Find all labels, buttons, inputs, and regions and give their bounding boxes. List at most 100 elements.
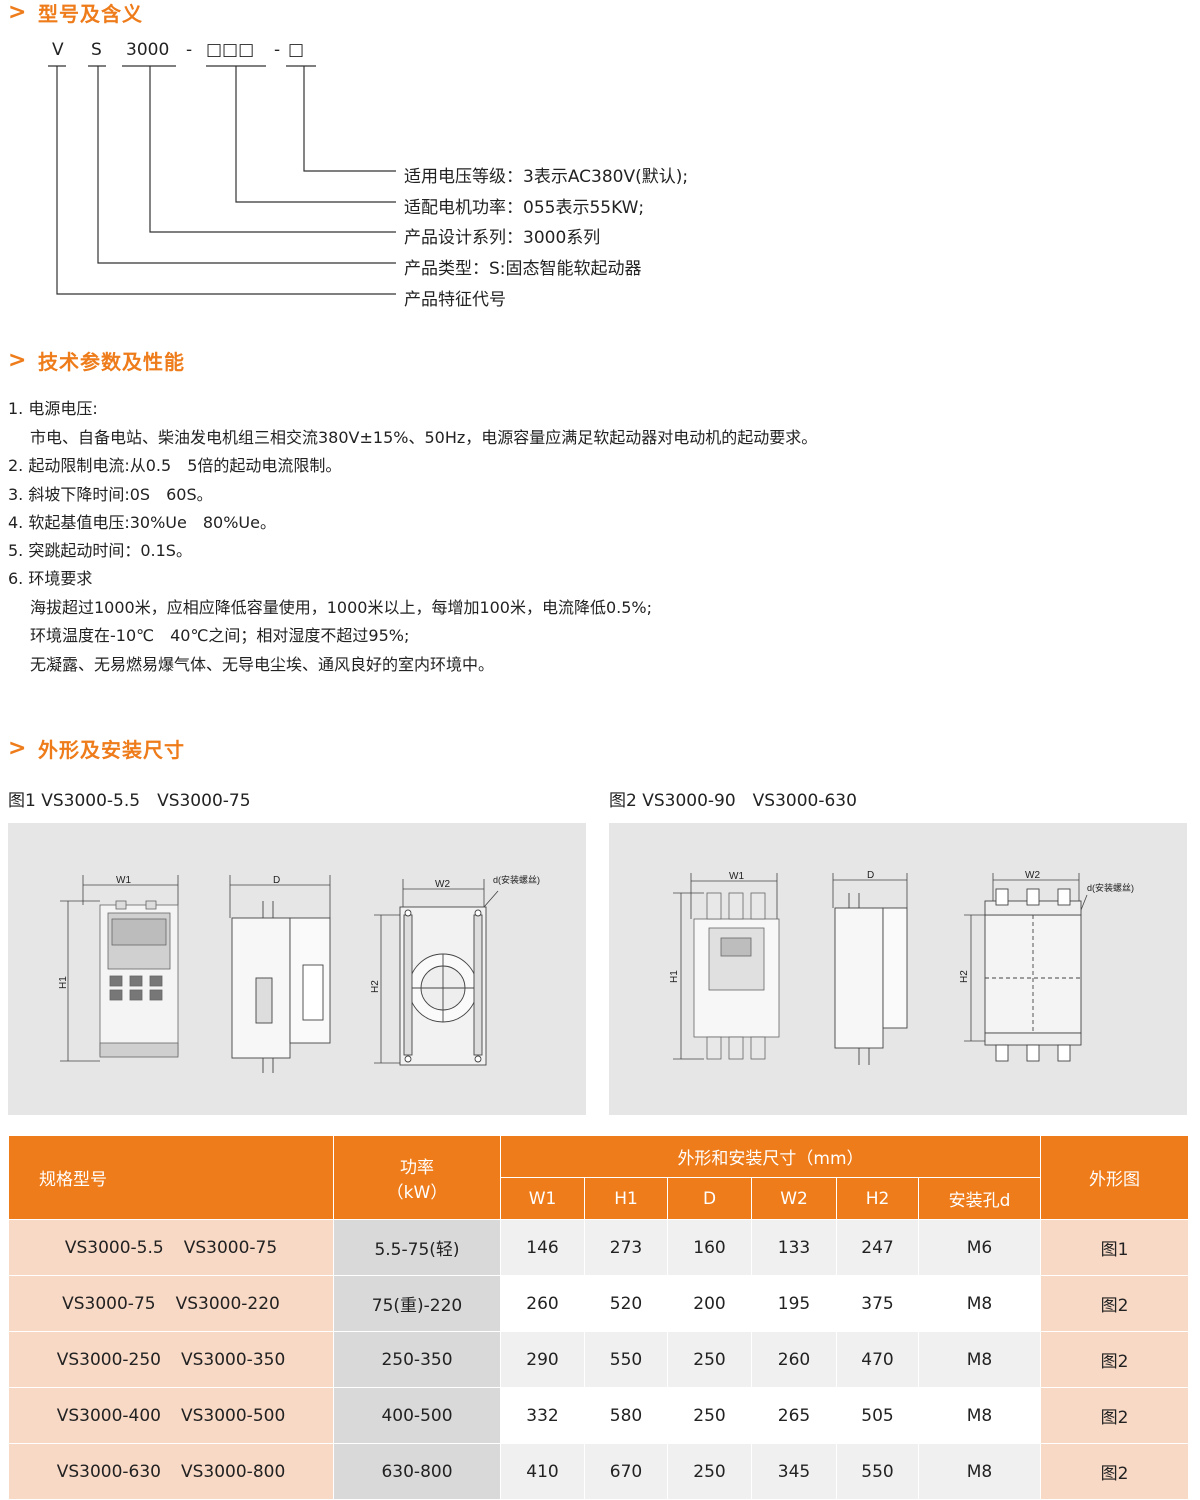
table-row: VS3000-250 VS3000-350 250-350 290 550 250… xyxy=(8,1331,1189,1388)
cell-model: VS3000-250 VS3000-350 xyxy=(8,1331,334,1388)
front-view xyxy=(99,900,179,1058)
code-dash: - xyxy=(274,40,281,60)
cell-power: 250-350 xyxy=(333,1331,501,1388)
code-power-boxes: □□□ xyxy=(206,40,255,60)
cell-h1: 670 xyxy=(584,1443,668,1500)
model-to: VS3000-800 xyxy=(181,1461,286,1482)
tech-item: 5. 突跳起动时间：0.1S。 xyxy=(8,541,192,560)
cell-figure: 图2 xyxy=(1040,1443,1189,1500)
header-w2: W2 xyxy=(751,1177,837,1220)
figure-1-panel: W1 D W2 d(安装螺丝) H1 H2 xyxy=(8,823,586,1115)
legend-type: 产品类型：S:固态智能软起动器 xyxy=(404,259,642,279)
cell-figure: 图1 xyxy=(1040,1219,1189,1276)
cell-h2: 375 xyxy=(836,1275,919,1332)
back-view xyxy=(399,906,487,1066)
model-from: VS3000-400 xyxy=(56,1405,161,1426)
cell-h2: 550 xyxy=(836,1443,919,1500)
cell-figure: 图2 xyxy=(1040,1331,1189,1388)
tech-item: 1. 电源电压: xyxy=(8,399,98,418)
header-d: D xyxy=(667,1177,752,1220)
cell-w2: 260 xyxy=(751,1331,837,1388)
cell-figure: 图2 xyxy=(1040,1387,1189,1444)
back-view xyxy=(984,888,1082,1062)
header-power-unit: （kW） xyxy=(386,1182,448,1203)
cell-figure: 图2 xyxy=(1040,1275,1189,1332)
figure-1-caption: 图1 VS3000-5.5 VS3000-75 xyxy=(8,791,251,811)
dim-label-h2: H2 xyxy=(370,980,381,993)
section-title: 技术参数及性能 xyxy=(38,349,185,374)
tech-item: 无凝露、无易燃易爆气体、无导电尘埃、通风良好的室内环境中。 xyxy=(30,655,495,674)
cell-model: VS3000-630 VS3000-800 xyxy=(8,1443,334,1500)
code-voltage-box: □ xyxy=(288,40,305,60)
cell-w2: 265 xyxy=(751,1387,837,1444)
figure-2-caption: 图2 VS3000-90 VS3000-630 xyxy=(609,791,857,811)
figure-2-drawing: W1 D W2 d(安装螺丝) H1 H2 xyxy=(669,870,1134,1065)
header-figure: 外形图 xyxy=(1040,1135,1189,1220)
cell-w1: 290 xyxy=(500,1331,585,1388)
dim-label-w1: W1 xyxy=(729,871,744,882)
cell-d: 250 xyxy=(667,1387,752,1444)
header-model: 规格型号 xyxy=(8,1135,334,1220)
model-from: VS3000-630 xyxy=(56,1461,161,1482)
legend-code: 产品特征代号 xyxy=(404,290,506,310)
section-title: 外形及安装尺寸 xyxy=(38,737,185,762)
cell-h2: 247 xyxy=(836,1219,919,1276)
code-s: S xyxy=(91,40,102,60)
cell-h2: 470 xyxy=(836,1331,919,1388)
chevron-right-icon: > xyxy=(8,347,27,373)
cell-hole: M8 xyxy=(918,1275,1041,1332)
cell-hole: M8 xyxy=(918,1387,1041,1444)
tech-item: 环境温度在-10℃ 40℃之间；相对湿度不超过95%; xyxy=(30,626,410,645)
model-from: VS3000-75 xyxy=(62,1293,156,1314)
cell-d: 250 xyxy=(667,1331,752,1388)
cell-h2: 505 xyxy=(836,1387,919,1444)
figure-1-drawing: W1 D W2 d(安装螺丝) H1 H2 xyxy=(58,874,540,1073)
cell-w2: 195 xyxy=(751,1275,837,1332)
dim-label-h1: H1 xyxy=(669,970,680,983)
dim-label-hole: d(安装螺丝) xyxy=(493,874,540,885)
section-header-tech: > 技术参数及性能 xyxy=(8,345,185,375)
tech-item: 3. 斜坡下降时间:0S 60S。 xyxy=(8,485,213,504)
chevron-right-icon: > xyxy=(8,735,27,761)
cell-hole: M8 xyxy=(918,1443,1041,1500)
cell-w1: 146 xyxy=(500,1219,585,1276)
code-v: V xyxy=(52,40,64,60)
table-row: VS3000-630 VS3000-800 630-800 410 670 250… xyxy=(8,1443,1189,1500)
model-to: VS3000-500 xyxy=(181,1405,286,1426)
model-to: VS3000-350 xyxy=(181,1349,286,1370)
cell-h1: 550 xyxy=(584,1331,668,1388)
header-dims-group: 外形和安装尺寸（mm） xyxy=(500,1135,1041,1178)
code-series: 3000 xyxy=(126,40,170,60)
legend-series: 产品设计系列：3000系列 xyxy=(404,228,601,248)
cell-hole: M6 xyxy=(918,1219,1041,1276)
tech-item: 海拔超过1000米，应相应降低容量使用，1000米以上，每增加100米，电流降低… xyxy=(30,598,653,617)
cell-power: 5.5-75(轻) xyxy=(333,1219,501,1276)
chevron-right-icon: > xyxy=(8,0,27,25)
cell-w2: 345 xyxy=(751,1443,837,1500)
dim-label-hole: d(安装螺丝) xyxy=(1087,882,1134,893)
dim-label-d: D xyxy=(867,870,874,881)
cell-w1: 410 xyxy=(500,1443,585,1500)
header-power: 功率 （kW） xyxy=(333,1135,501,1220)
section-header-dims: > 外形及安装尺寸 xyxy=(8,733,185,763)
model-to: VS3000-75 xyxy=(183,1237,278,1258)
tech-item: 4. 软起基值电压:30%Ue 80%Ue。 xyxy=(8,513,276,532)
code-leader-lines xyxy=(48,65,396,295)
dim-label-w2: W2 xyxy=(435,879,450,890)
section-header-model: > 型号及含义 xyxy=(8,0,143,27)
section-title: 型号及含义 xyxy=(38,1,143,26)
side-view xyxy=(834,893,908,1065)
cell-h1: 580 xyxy=(584,1387,668,1444)
dim-label-w1: W1 xyxy=(116,875,131,886)
front-view xyxy=(693,892,780,1060)
cell-d: 250 xyxy=(667,1443,752,1500)
cell-power: 75(重)-220 xyxy=(333,1275,501,1332)
cell-power: 630-800 xyxy=(333,1443,501,1500)
model-from: VS3000-250 xyxy=(56,1349,161,1370)
model-to: VS3000-220 xyxy=(175,1293,280,1314)
legend-power: 适配电机功率：055表示55KW; xyxy=(404,198,645,218)
cell-w2: 133 xyxy=(751,1219,837,1276)
